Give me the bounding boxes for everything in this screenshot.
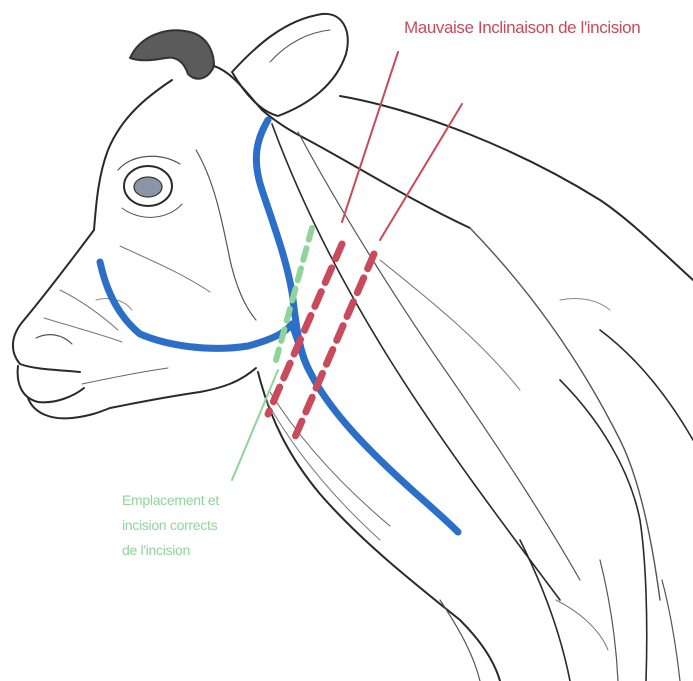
correct-incision-label: Emplacement et incision corrects de l'in… [122,488,219,563]
incorrect-incision-line-1 [268,244,342,414]
correct-incision-label-line-3: de l'incision [122,538,219,563]
ear [232,14,348,116]
muzzle [13,230,94,372]
correct-incision-label-line-2: incision corrects [122,513,219,538]
correct-incision-label-line-1: Emplacement et [122,488,219,513]
incorrect-incision-label: Mauvaise Inclinaison de l'incision [404,18,640,38]
cow-outline [13,14,693,681]
horn-icon [130,30,214,78]
